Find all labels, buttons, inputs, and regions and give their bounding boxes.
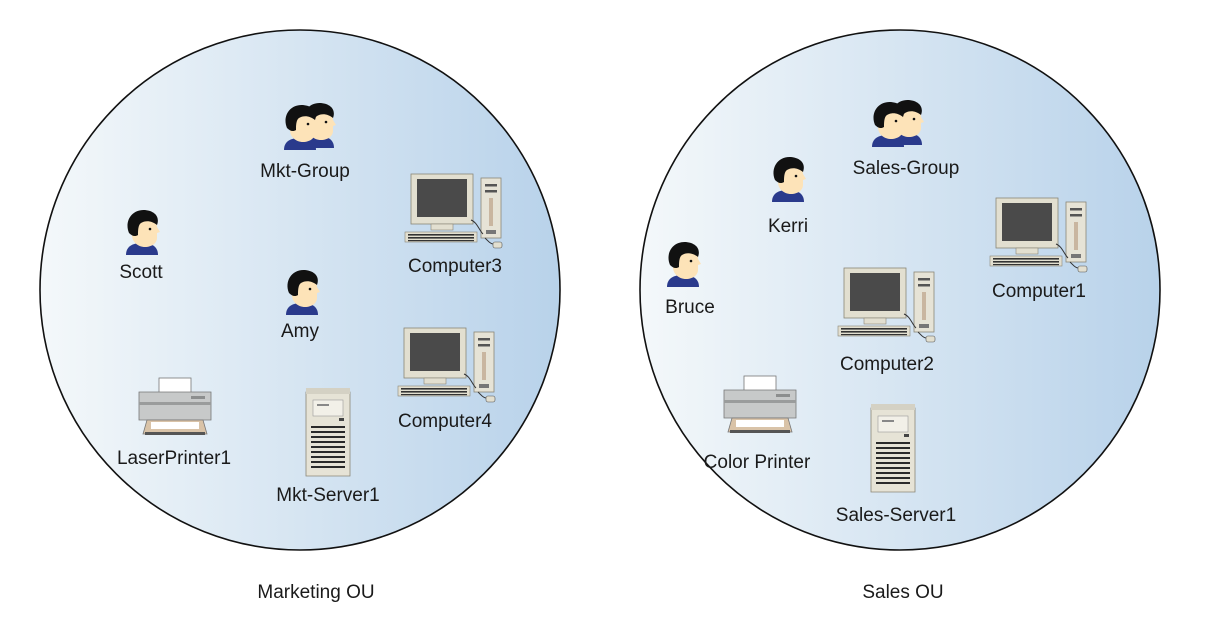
- bruce-node: Bruce: [665, 241, 715, 318]
- user-icon: [286, 269, 320, 315]
- laserprinter1-label: LaserPrinter1: [117, 448, 231, 469]
- color-printer-label: Color Printer: [704, 452, 811, 473]
- sales-server1-node: Sales-Server1: [836, 403, 956, 526]
- computer2-node: Computer2: [837, 267, 936, 375]
- user-group-icon: [872, 100, 924, 147]
- sales-group-label: Sales-Group: [853, 158, 960, 179]
- user-group-icon: [284, 103, 336, 150]
- computer3-node: Computer3: [404, 173, 503, 277]
- mkt-server1-label: Mkt-Server1: [276, 485, 379, 506]
- user-icon: [667, 241, 701, 287]
- computer4-label: Computer4: [398, 411, 492, 432]
- sales-group-node: Sales-Group: [853, 100, 960, 179]
- computer-icon: [404, 173, 503, 249]
- amy-node: Amy: [281, 269, 320, 342]
- marketing-ou: Mkt-Group Scott Amy Computer3 Computer4 …: [39, 29, 561, 603]
- laserprinter1-node: LaserPrinter1: [117, 377, 231, 469]
- scott-node: Scott: [119, 209, 163, 283]
- sales-server1-label: Sales-Server1: [836, 505, 956, 526]
- computer1-label: Computer1: [992, 281, 1086, 302]
- user-icon: [126, 209, 160, 255]
- color-printer-node: Color Printer: [704, 375, 811, 473]
- kerri-label: Kerri: [768, 216, 808, 237]
- bruce-label: Bruce: [665, 297, 715, 318]
- mkt-server1-node: Mkt-Server1: [276, 387, 380, 506]
- sales-ou: Sales-Group Kerri Bruce Computer1 Comput…: [639, 29, 1161, 603]
- computer3-label: Computer3: [408, 256, 502, 277]
- user-icon: [772, 156, 806, 202]
- server-icon: [870, 403, 916, 493]
- computer1-node: Computer1: [989, 197, 1088, 302]
- amy-label: Amy: [281, 321, 320, 342]
- computer4-node: Computer4: [397, 327, 496, 432]
- server-icon: [305, 387, 351, 477]
- marketing-ou-label: Marketing OU: [257, 582, 374, 603]
- computer-icon: [397, 327, 496, 403]
- kerri-node: Kerri: [768, 156, 808, 237]
- sales-ou-label: Sales OU: [862, 582, 943, 603]
- mkt-group-node: Mkt-Group: [260, 103, 350, 182]
- computer-icon: [989, 197, 1088, 273]
- mkt-group-label: Mkt-Group: [260, 161, 350, 182]
- computer-icon: [837, 267, 936, 343]
- computer2-label: Computer2: [840, 354, 934, 375]
- scott-label: Scott: [119, 262, 163, 283]
